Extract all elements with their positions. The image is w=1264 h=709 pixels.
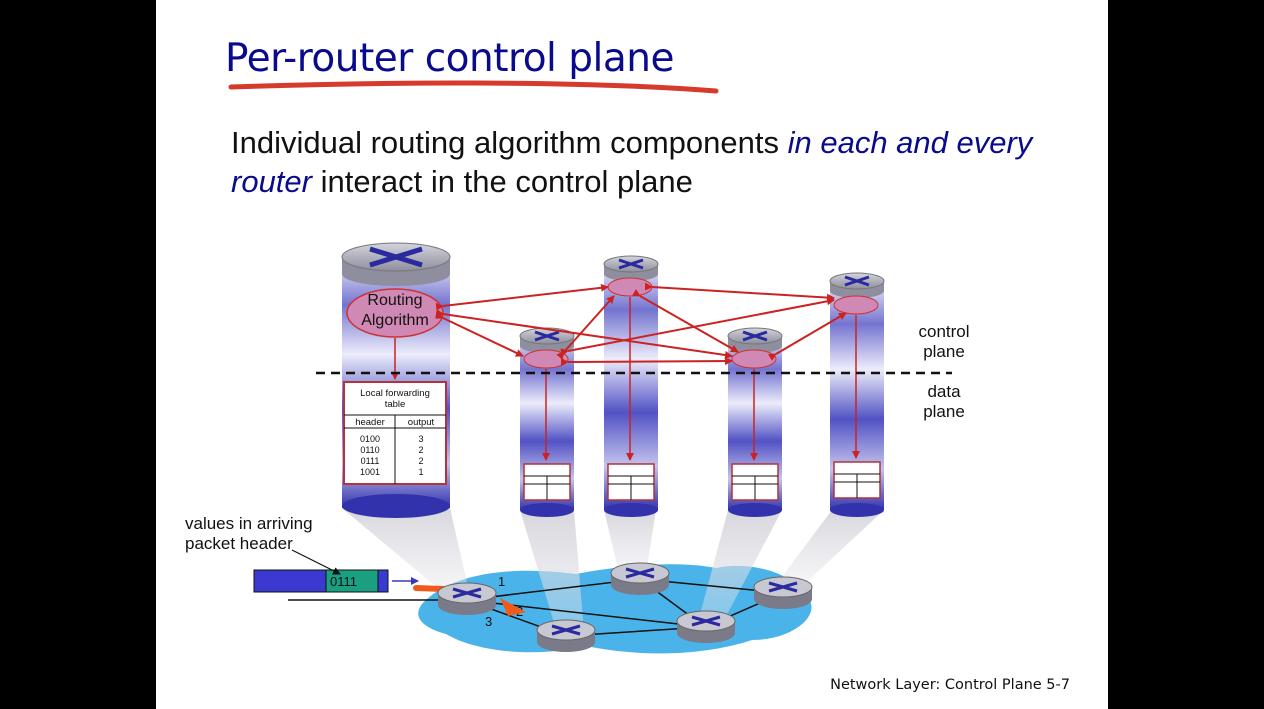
routing-algorithm-ellipse-3 [607, 277, 653, 297]
network-router [536, 619, 596, 652]
packet-header-value: 0111 [330, 574, 357, 589]
routing-algorithm-ellipse-4 [731, 349, 777, 369]
data-plane-label-line1: data [927, 382, 961, 401]
per-router-diagram: 1 2 3 [228, 80, 952, 654]
routing-algorithm-ellipse-2 [523, 349, 569, 369]
subtitle-text-2: interact in the control plane [311, 164, 693, 199]
slide: Per-router control plane Individual rout… [156, 0, 1108, 709]
routing-algorithm-label-line1: Routing [367, 292, 422, 309]
beam-router-4 [698, 510, 782, 624]
routing-algorithm-label-line2: Algorithm [361, 312, 429, 329]
slide-subtitle: Individual routing algorithm components … [231, 123, 1091, 201]
beam-router-1 [342, 508, 470, 600]
data-plane-label: data plane [906, 382, 982, 422]
forwarding-table-output-cell: 3 [418, 434, 423, 444]
slide-footer: Network Layer: Control Plane 5-7 [830, 677, 1070, 693]
arriving-packet-label-line2: packet header [185, 534, 293, 553]
routing-algorithm-ellipse-5 [833, 295, 879, 315]
control-to-data-arrows [391, 297, 860, 461]
network-router [610, 562, 670, 595]
data-plane-label-line2: plane [923, 402, 965, 421]
beam-router-2 [520, 510, 584, 636]
packet-header-pointer [291, 549, 341, 575]
arriving-packet: 0111 [253, 569, 389, 593]
local-forwarding-table: Local forwarding table header output 010… [343, 381, 447, 485]
forwarding-table-header-cell: 1001 [360, 467, 380, 477]
forwarding-table-output-cell: 2 [418, 445, 423, 455]
title-underline [228, 80, 719, 94]
control-plane-label-line2: plane [923, 342, 965, 361]
link-label-3: 3 [485, 614, 492, 629]
slide-title: Per-router control plane [225, 36, 675, 81]
arriving-packet-label-line1: values in arriving [185, 514, 313, 533]
network-router [437, 582, 497, 615]
control-plane-arrows [434, 282, 847, 367]
forwarding-table-title-line2: table [385, 399, 406, 410]
outgoing-link-arrow [500, 598, 526, 616]
beam-router-5 [772, 510, 884, 592]
forwarding-table-small [731, 463, 779, 501]
subtitle-text-1: Individual routing algorithm components [231, 125, 788, 160]
forwarding-table-output-cell: 1 [418, 467, 423, 477]
forwarding-table-output-cell: 2 [418, 456, 423, 466]
forwarding-table-header-cell: 0111 [361, 456, 380, 466]
network-router [676, 610, 736, 643]
forwarding-table-header-col: header [355, 417, 385, 428]
network-router [753, 576, 813, 609]
forwarding-table-small [607, 463, 655, 501]
forwarding-table-header-cell: 0110 [360, 445, 379, 455]
subtitle-emphasis-2: router [231, 164, 312, 199]
forwarding-table-title-line1: Local forwarding [360, 388, 430, 399]
forwarding-table-small [833, 461, 881, 499]
forwarding-table-output-col: output [408, 417, 435, 428]
subtitle-emphasis-1: in each and every [787, 125, 1033, 160]
forwarding-table-header-cell: 0100 [360, 434, 380, 444]
beam-router-3 [604, 510, 656, 578]
link-label-1: 1 [498, 574, 505, 589]
arriving-packet-label: values in arriving packet header [185, 514, 313, 554]
control-plane-label-line1: control [918, 322, 970, 341]
control-plane-label: control plane [906, 322, 982, 362]
forwarding-table-small [523, 463, 571, 501]
